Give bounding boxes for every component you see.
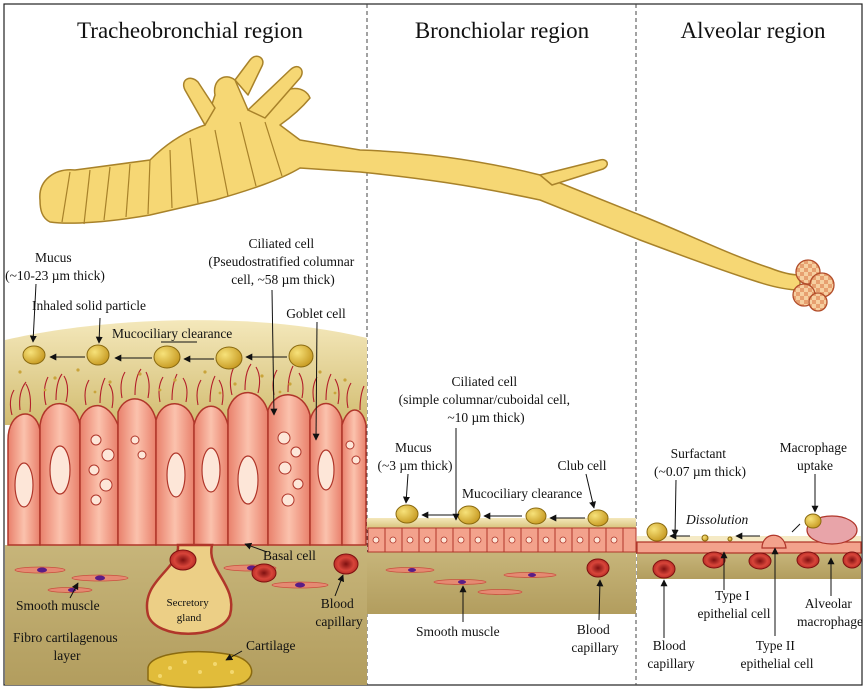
title-alveolar: Alveolar region xyxy=(681,18,826,43)
title-tracheobronchial: Tracheobronchial region xyxy=(77,18,303,43)
particle xyxy=(154,346,180,368)
bronchio-smooth-muscle-label: Smooth muscle xyxy=(416,624,500,639)
blood-cell xyxy=(703,552,725,568)
bronchio-clearance-label: Mucociliary clearance xyxy=(462,486,582,501)
blood-cell xyxy=(653,560,675,578)
tracheo-clearance-label: Mucociliary clearance xyxy=(112,326,232,341)
bronchiolar-panel: Ciliated cell (simple columnar/cuboidal … xyxy=(367,374,636,655)
tracheo-basal-label: Basal cell xyxy=(263,548,316,563)
bronchio-clearance-arrows xyxy=(422,515,585,518)
dissolution-label: Dissolution xyxy=(685,512,749,527)
particle xyxy=(458,506,480,524)
type1-label: Type I epithelial cell xyxy=(697,588,770,621)
cartilage xyxy=(148,652,252,688)
surfactant-label: Surfactant (~0.07 µm thick) xyxy=(654,446,746,479)
bronchio-blood-label: Blood capillary xyxy=(571,622,618,655)
blood-cell xyxy=(334,554,358,574)
bronchio-mucus-label: Mucus (~3 µm thick) xyxy=(377,440,452,473)
particle xyxy=(647,523,667,541)
particle xyxy=(23,346,45,364)
particle xyxy=(702,535,708,541)
blood-cell xyxy=(797,552,819,568)
particle xyxy=(396,505,418,523)
alveolar-macrophage-label: Alveolar macrophage xyxy=(797,596,863,629)
particle xyxy=(289,345,313,367)
particle xyxy=(216,347,242,369)
alveolar-blood-label: Blood capillary xyxy=(647,638,694,671)
particle xyxy=(526,508,546,524)
tracheo-smooth-muscle-label: Smooth muscle xyxy=(16,598,100,613)
bronchio-cell-nuclei xyxy=(373,537,617,543)
tracheo-panel: Mucus (~10-23 µm thick) Ciliated cell (P… xyxy=(5,236,367,687)
particle xyxy=(588,510,608,526)
tracheo-mucus-label: Mucus (~10-23 µm thick) xyxy=(5,250,105,283)
bronchio-blood-cells xyxy=(587,559,609,577)
type2-label: Type II epithelial cell xyxy=(740,638,813,671)
blood-cell xyxy=(252,564,276,582)
macrophage-uptake-label: Macrophage uptake xyxy=(780,440,851,473)
particle xyxy=(87,345,109,365)
blood-cell xyxy=(843,552,861,568)
blood-cell xyxy=(170,550,196,570)
alveolar-panel: Surfactant (~0.07 µm thick) Macrophage u… xyxy=(637,440,863,671)
particle xyxy=(728,537,732,541)
bronchio-club-label: Club cell xyxy=(557,458,606,473)
alveolar-sac xyxy=(793,260,834,311)
tracheo-goblet-label: Goblet cell xyxy=(286,306,346,321)
blood-cell xyxy=(587,559,609,577)
title-bronchiolar: Bronchiolar region xyxy=(415,18,590,43)
particle xyxy=(805,514,821,528)
airway-tree xyxy=(40,56,800,290)
tracheo-ciliated-label: Ciliated cell (Pseudostratified columnar… xyxy=(208,236,357,287)
tracheo-particle-label: Inhaled solid particle xyxy=(32,298,146,313)
blood-cell xyxy=(749,553,771,569)
tracheo-cartilage-label: Cartilage xyxy=(246,638,295,653)
bronchio-ciliated-label: Ciliated cell (simple columnar/cuboidal … xyxy=(399,374,574,425)
